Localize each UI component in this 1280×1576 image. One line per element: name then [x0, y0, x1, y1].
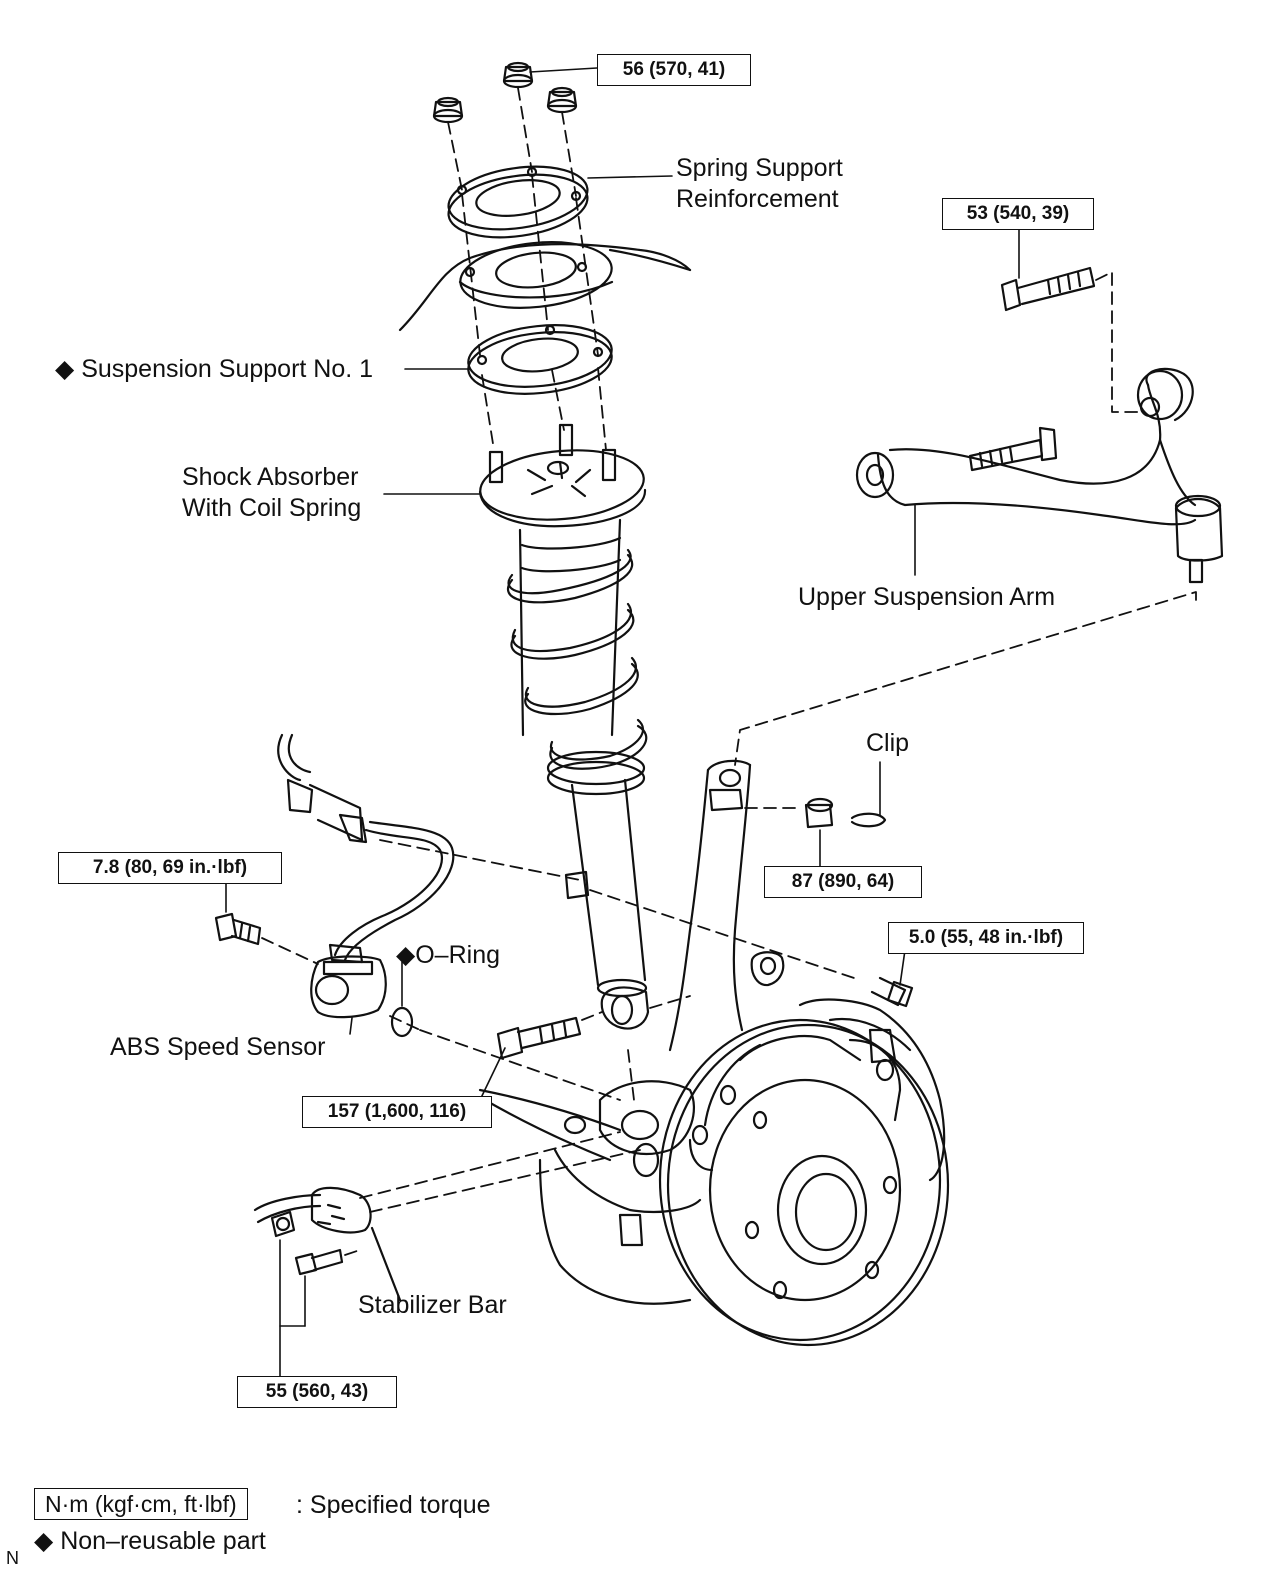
label-shock-absorber-line2: With Coil Spring	[182, 494, 362, 522]
torque-bracket-bolt: 5.0 (55, 48 in.·lbf)	[888, 922, 1084, 954]
label-o-ring-text: O–Ring	[415, 941, 500, 969]
torque-shock-lower-bolt: 157 (1,600, 116)	[302, 1096, 492, 1128]
corner-mark: N	[6, 1548, 19, 1568]
label-abs-speed-sensor: ABS Speed Sensor	[110, 1033, 326, 1061]
brake-disc-part	[658, 998, 950, 1347]
nonreusable-diamond-icon: ◆	[396, 941, 416, 969]
label-spring-support-reinforcement-line1: Spring Support	[676, 154, 843, 182]
legend-nonreusable: ◆ Non–reusable part	[34, 1526, 266, 1556]
suspension-support-part	[467, 324, 613, 395]
nonreusable-diamond-icon: ◆	[55, 355, 75, 383]
harness-bracket-bolt	[750, 949, 914, 1008]
label-suspension-support: ◆ Suspension Support No. 1	[55, 354, 373, 385]
torque-abs-sensor-bolt: 7.8 (80, 69 in.·lbf)	[58, 852, 282, 884]
shock-absorber-part	[478, 423, 650, 1030]
legend-nonreusable-text: Non–reusable part	[60, 1527, 266, 1555]
label-suspension-support-text: Suspension Support No. 1	[81, 355, 374, 383]
label-o-ring: ◆O–Ring	[396, 940, 500, 971]
torque-stabilizer-link: 55 (560, 43)	[237, 1376, 397, 1408]
shock-lower-bolt	[479, 1016, 582, 1101]
lower-arm-part	[478, 1080, 702, 1305]
nut-guide-lines	[447, 87, 599, 356]
upper-suspension-arm-part	[855, 227, 1224, 584]
spring-support-nuts	[432, 61, 578, 124]
torque-ball-joint-nut: 87 (890, 64)	[764, 866, 922, 898]
label-upper-suspension-arm: Upper Suspension Arm	[798, 583, 1056, 611]
nonreusable-diamond-icon: ◆	[34, 1527, 54, 1555]
legend-torque-text: : Specified torque	[296, 1491, 491, 1519]
label-clip: Clip	[866, 729, 910, 757]
clip-and-castle-nut	[804, 761, 887, 869]
abs-sensor-part	[214, 733, 455, 1038]
label-shock-absorber-line1: Shock Absorber	[182, 463, 359, 491]
label-spring-support-reinforcement-line2: Reinforcement	[676, 185, 839, 213]
torque-spring-support-nuts: 56 (570, 41)	[597, 54, 751, 86]
label-stabilizer-bar: Stabilizer Bar	[358, 1291, 507, 1319]
body-panel	[398, 241, 692, 332]
spring-support-reinforcement-part	[447, 165, 589, 239]
legend-torque-unit-box: N·m (kgf·cm, ft·lbf)	[34, 1488, 248, 1520]
torque-upper-arm-bolt: 53 (540, 39)	[942, 198, 1094, 230]
stabilizer-bar-part	[253, 1186, 402, 1377]
steering-knuckle-part	[668, 759, 752, 1052]
